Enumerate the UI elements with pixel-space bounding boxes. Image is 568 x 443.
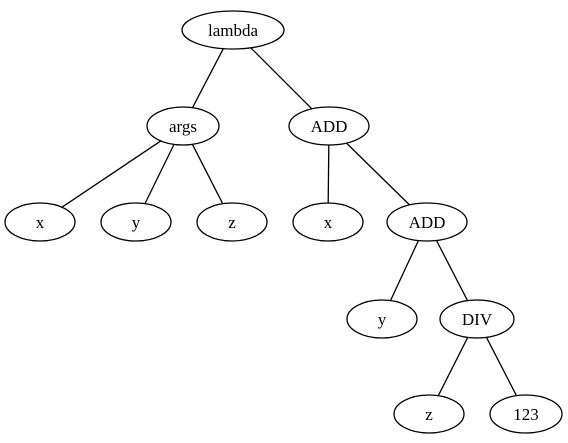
- node-label: x: [324, 213, 333, 232]
- node-label: lambda: [208, 21, 258, 40]
- edge-lambda-to-args: [191, 48, 224, 109]
- edge-div-to-z-2: [437, 337, 469, 396]
- tree-node-z-1: z: [196, 202, 268, 242]
- node-label: ADD: [409, 213, 446, 232]
- node-label: ADD: [311, 117, 348, 136]
- node-ellipse: [386, 202, 468, 242]
- edge-args-to-y-1: [144, 144, 175, 204]
- node-label: z: [228, 213, 236, 232]
- tree-node-x-1: x: [4, 202, 76, 242]
- tree-node-args: args: [146, 106, 220, 146]
- edge-add-1-to-x-2: [327, 144, 330, 204]
- node-ellipse: [146, 106, 220, 146]
- edge-div-to-123: [485, 337, 518, 396]
- tree-edges: [61, 47, 518, 396]
- node-ellipse: [489, 394, 563, 434]
- node-label: z: [425, 405, 433, 424]
- node-label: args: [169, 117, 197, 136]
- node-ellipse: [4, 202, 76, 242]
- tree-node-add-2: ADD: [386, 202, 468, 242]
- node-label: y: [378, 310, 387, 329]
- edge-lambda-to-add-1: [250, 47, 313, 110]
- edge-add-1-to-add-2: [346, 142, 410, 206]
- node-ellipse: [181, 10, 285, 50]
- node-ellipse: [196, 202, 268, 242]
- node-ellipse: [439, 299, 515, 339]
- edge-args-to-z-1: [191, 144, 224, 204]
- edge-add-2-to-div: [435, 240, 469, 301]
- node-ellipse: [292, 202, 364, 242]
- node-ellipse: [100, 202, 172, 242]
- tree-node-123: 123: [489, 394, 563, 434]
- edge-args-to-x-1: [61, 140, 162, 208]
- node-ellipse: [288, 106, 370, 146]
- node-label: 123: [513, 405, 539, 424]
- tree-node-x-2: x: [292, 202, 364, 242]
- node-label: y: [132, 213, 141, 232]
- node-ellipse: [346, 299, 418, 339]
- node-ellipse: [393, 394, 465, 434]
- tree-node-y-1: y: [100, 202, 172, 242]
- node-label: x: [36, 213, 45, 232]
- edge-add-2-to-y-2: [389, 240, 419, 301]
- tree-node-y-2: y: [346, 299, 418, 339]
- tree-node-add-1: ADD: [288, 106, 370, 146]
- tree-node-z-2: z: [393, 394, 465, 434]
- tree-node-div: DIV: [439, 299, 515, 339]
- tree-node-lambda: lambda: [181, 10, 285, 50]
- node-label: DIV: [462, 310, 493, 329]
